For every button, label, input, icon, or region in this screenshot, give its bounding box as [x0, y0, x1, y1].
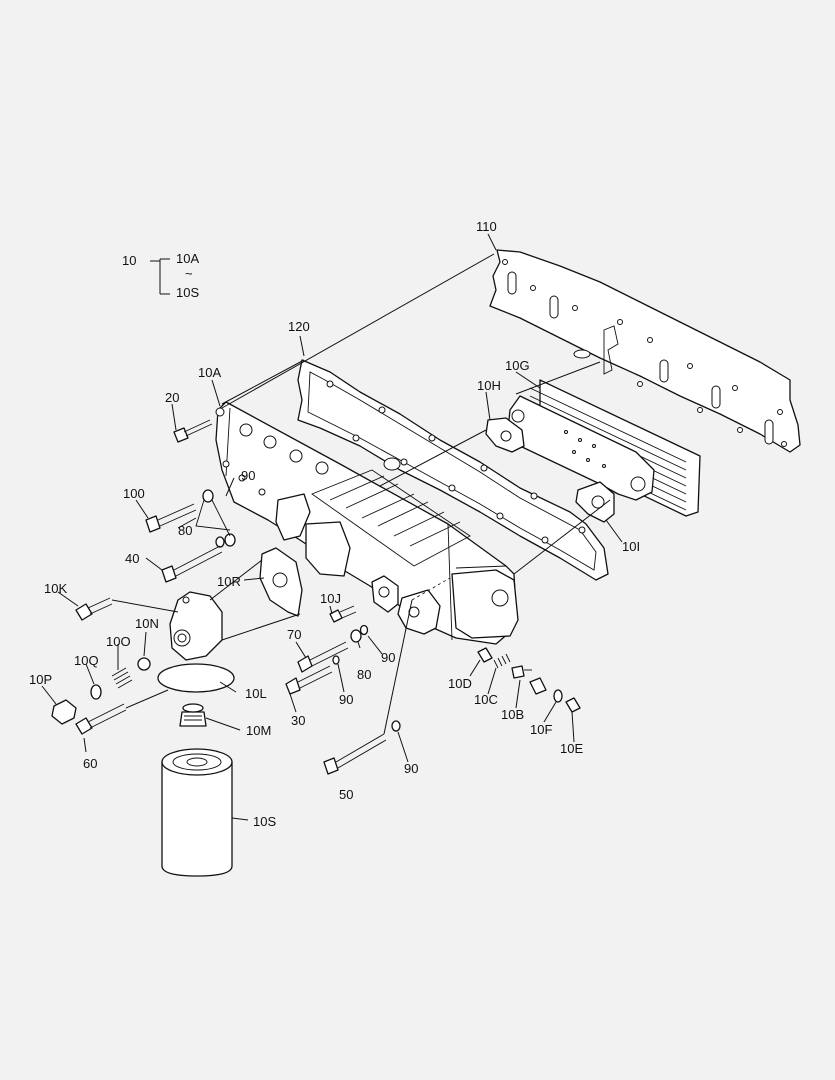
label-40: 40 — [125, 551, 139, 566]
alignment-lines — [111, 253, 611, 735]
washer-10Q — [90, 684, 102, 700]
legend-to-label: 10S — [176, 285, 199, 300]
nipple-10M — [179, 703, 207, 727]
callout-labels: 110 120 10G 10H 10A 20 100 80 90 40 10R … — [29, 219, 640, 829]
label-10C: 10C — [474, 692, 498, 707]
legend-from-label: 10A — [176, 251, 199, 266]
spring-10O — [111, 667, 133, 689]
label-10H: 10H — [477, 378, 501, 393]
label-110: 110 — [476, 219, 497, 234]
label-10O: 10O — [106, 634, 131, 649]
label-10D: 10D — [448, 676, 472, 691]
label-90-bottom: 90 — [404, 761, 418, 776]
label-10E: 10E — [560, 741, 583, 756]
label-90-lower-a: 90 — [381, 650, 395, 665]
piston-10B — [511, 665, 532, 679]
gasket-10H — [485, 417, 525, 453]
label-120: 120 — [288, 319, 310, 334]
label-10S: 10S — [253, 814, 276, 829]
plug-10E — [565, 697, 581, 713]
label-10J: 10J — [320, 591, 341, 606]
label-10G: 10G — [505, 358, 530, 373]
label-10A: 10A — [198, 365, 221, 380]
gasket-10R — [259, 547, 303, 617]
label-60: 60 — [83, 756, 97, 771]
bolt-60 — [75, 703, 127, 735]
parts-range-legend: 10 10A ~ 10S — [122, 251, 199, 300]
label-90-upper: 90 — [241, 468, 255, 483]
legend-root-label: 10 — [122, 253, 136, 268]
label-10R: 10R — [217, 574, 241, 589]
label-10K: 10K — [44, 581, 67, 596]
label-80-upper: 80 — [178, 523, 192, 538]
bolt-50 — [323, 733, 387, 775]
bolt-70 — [297, 641, 349, 673]
label-10B: 10B — [501, 707, 524, 722]
ball-10N — [137, 657, 151, 671]
valve-10F — [529, 677, 563, 703]
label-10I: 10I — [622, 539, 640, 554]
label-80-lower: 80 — [357, 667, 371, 682]
filter-head-10L — [157, 591, 235, 693]
bolt-10K — [75, 597, 113, 621]
label-10M: 10M — [246, 723, 271, 738]
plug-10P — [51, 699, 77, 725]
label-70: 70 — [287, 627, 301, 642]
oil-filter-10S — [161, 748, 233, 877]
washers-80-90-upper — [195, 489, 236, 548]
bolt-20 — [173, 419, 213, 443]
bolt-100 — [145, 503, 197, 533]
plug-10D — [477, 647, 493, 663]
leader-lines — [41, 233, 623, 821]
cooler-housing-10A — [215, 401, 519, 645]
bolt-10J — [329, 605, 357, 623]
label-90-lower-b: 90 — [339, 692, 353, 707]
bolt-40 — [161, 545, 223, 583]
label-100: 100 — [123, 486, 145, 501]
label-10F: 10F — [530, 722, 552, 737]
gasket-120 — [297, 359, 609, 581]
rear-gasket-110 — [489, 249, 801, 453]
gasket-10I — [575, 481, 615, 523]
spring-10C — [493, 653, 511, 669]
label-50: 50 — [339, 787, 353, 802]
label-10P: 10P — [29, 672, 52, 687]
label-30: 30 — [291, 713, 305, 728]
label-10Q: 10Q — [74, 653, 99, 668]
washer-90-bottom — [391, 720, 401, 732]
label-20: 20 — [165, 390, 179, 405]
label-10L: 10L — [245, 686, 267, 701]
legend-tilde: ~ — [185, 266, 193, 281]
oil-cooler-element-10G — [507, 379, 701, 517]
bolt-30 — [285, 665, 333, 695]
label-10N: 10N — [135, 616, 159, 631]
washers-80-90-lower — [332, 624, 369, 665]
